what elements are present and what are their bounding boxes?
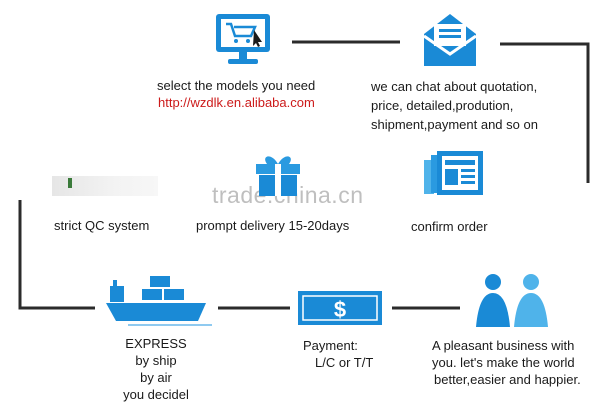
express-line-4: you decidel <box>123 387 189 402</box>
delivery-label: prompt delivery 15-20days <box>196 218 350 233</box>
chat-line-1: we can chat about quotation, <box>371 79 538 94</box>
cargo-ship-icon <box>106 276 216 331</box>
confirm-order-label: confirm order <box>411 219 488 234</box>
payment-text: Payment: L/C or T/T <box>303 337 373 371</box>
payment-line-2: L/C or T/T <box>315 355 374 370</box>
chat-line-3: shipment,payment and so on <box>371 117 538 132</box>
business-line-1: A pleasant business with <box>432 338 575 353</box>
chat-line-2: price, detailed,prodution, <box>371 98 514 113</box>
qc-label: strict QC system <box>54 218 150 233</box>
shopping-cart-monitor-icon <box>214 12 272 73</box>
svg-text:$: $ <box>334 297 346 322</box>
business-line-3: better,easier and happier. <box>434 372 581 387</box>
business-line-2: you. let's make the world <box>432 355 575 370</box>
envelope-icon <box>420 12 480 73</box>
express-line-1: EXPRESS <box>125 336 187 351</box>
qc-image-icon <box>52 176 158 196</box>
express-text: EXPRESS by ship by air you decidel <box>104 335 208 403</box>
business-text: A pleasant business with you. let's make… <box>432 337 581 388</box>
dollar-bill-icon: $ <box>298 291 382 330</box>
store-link[interactable]: http://wzdlk.en.alibaba.com <box>158 95 315 110</box>
payment-line-1: Payment: <box>303 338 358 353</box>
express-line-3: by air <box>140 370 172 385</box>
two-people-icon <box>473 273 553 334</box>
documents-icon <box>423 151 485 202</box>
chat-text: we can chat about quotation, price, deta… <box>371 77 538 134</box>
express-line-2: by ship <box>135 353 177 368</box>
select-models-label: select the models you need <box>157 78 316 93</box>
gift-box-icon <box>253 152 303 203</box>
